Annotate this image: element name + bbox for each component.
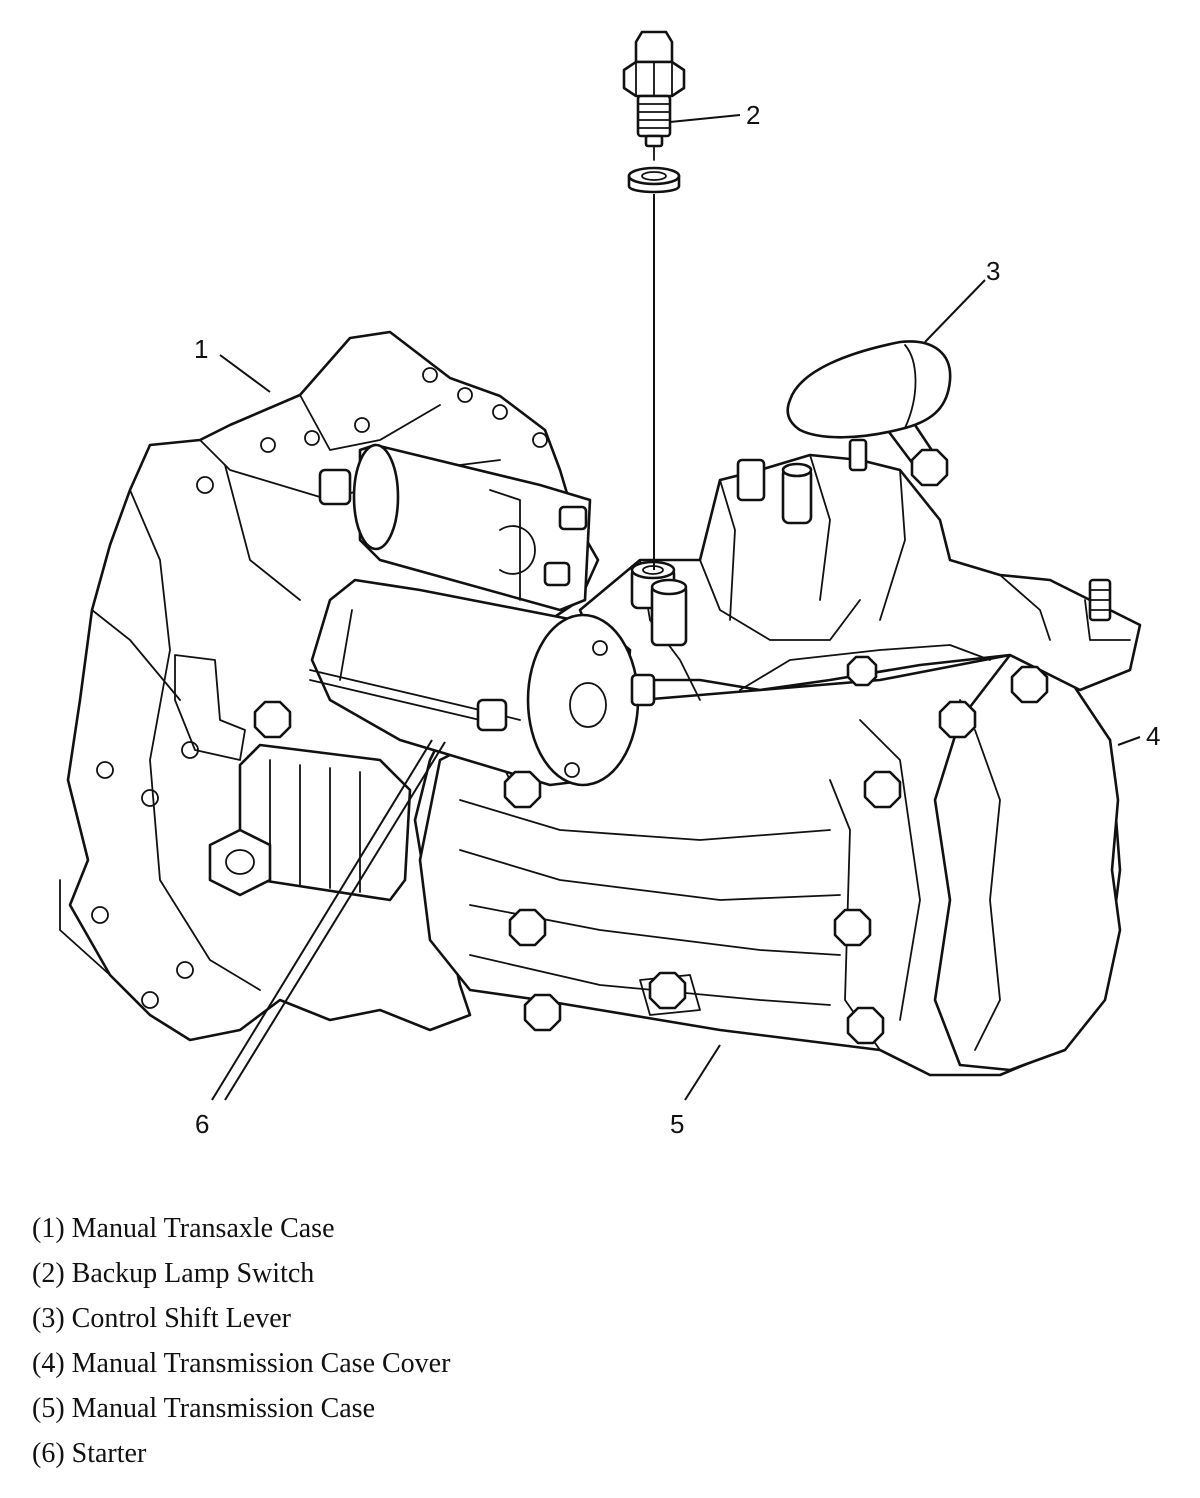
bolts: [253, 448, 1049, 1045]
parts-legend: (1) Manual Transaxle Case (2) Backup Lam…: [32, 1206, 1132, 1476]
callout-1: 1: [194, 334, 208, 364]
legend-item-backup-lamp-switch: (2) Backup Lamp Switch: [32, 1258, 315, 1289]
bolt: [1010, 665, 1049, 704]
bolt: [833, 908, 872, 947]
leader-line-1: [219, 354, 271, 393]
bolt: [910, 448, 949, 487]
bolt: [523, 993, 562, 1032]
callout-6: 6: [195, 1109, 209, 1139]
bolt: [648, 971, 687, 1010]
bolt: [508, 908, 547, 947]
starter: [309, 443, 656, 787]
bolt: [846, 1006, 885, 1045]
legend-item-manual-transaxle-case: (1) Manual Transaxle Case: [32, 1213, 335, 1244]
manual-transmission-case-cover: [933, 653, 1122, 1072]
leader-line-6a: [211, 739, 433, 1101]
shift-housing: [578, 438, 1142, 701]
backup-lamp-switch: [622, 30, 686, 161]
bolt: [503, 770, 542, 809]
bolt: [863, 770, 902, 809]
sealing-washer: [627, 166, 681, 194]
leader-line-4: [1117, 736, 1141, 746]
leader-line-6b: [224, 741, 446, 1101]
legend-item-starter: (6) Starter: [32, 1438, 147, 1469]
callout-4: 4: [1146, 721, 1160, 751]
leader-line-2: [669, 114, 741, 123]
legend-item-control-shift-lever: (3) Control Shift Lever: [32, 1303, 291, 1334]
legend-item-manual-transmission-case: (5) Manual Transmission Case: [32, 1393, 375, 1424]
callout-5: 5: [670, 1109, 684, 1139]
side-housing: [208, 743, 412, 902]
bolt: [253, 700, 292, 739]
bolt: [938, 700, 977, 739]
legend-item-manual-transmission-case-cover: (4) Manual Transmission Case Cover: [32, 1348, 451, 1379]
callout-2: 2: [746, 100, 760, 130]
leader-line-3: [924, 279, 986, 343]
bolt: [846, 655, 878, 687]
leader-line-5: [684, 1044, 721, 1101]
callout-3: 3: [986, 256, 1000, 286]
transaxle-exploded-diagram: 1 2 3 4 5 6: [59, 30, 1160, 1139]
